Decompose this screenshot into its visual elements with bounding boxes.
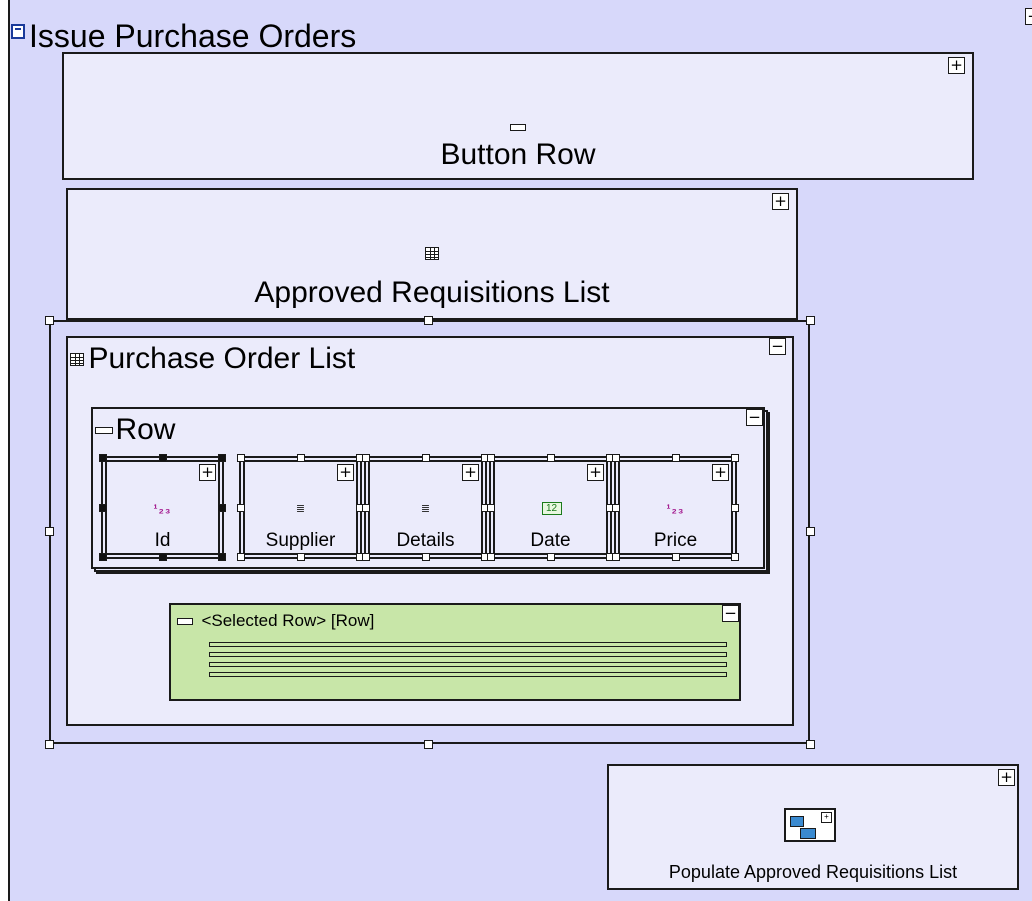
table-icon	[70, 352, 84, 366]
cell-resize-handle[interactable]	[612, 553, 620, 561]
cell-resize-handle[interactable]	[237, 454, 245, 462]
cell-resize-handle[interactable]	[158, 454, 167, 462]
cell-resize-handle[interactable]	[99, 553, 107, 561]
design-canvas[interactable]: Issue Purchase Orders − + Button Row + A…	[8, 0, 1032, 901]
row-icon	[95, 426, 113, 434]
row-icon	[177, 617, 193, 625]
cell-resize-handle[interactable]	[612, 503, 620, 512]
row-collapse-toggle[interactable]: −	[746, 409, 763, 426]
populate-action-expand-toggle[interactable]: +	[998, 769, 1015, 786]
cell-resize-handle[interactable]	[487, 503, 495, 512]
cell-resize-handle[interactable]	[487, 553, 495, 561]
selected-row-container[interactable]: − <Selected Row> [Row]	[169, 603, 741, 701]
cell-resize-handle[interactable]	[218, 454, 226, 462]
cell-resize-handle[interactable]	[421, 553, 430, 561]
resize-handle-nw[interactable]	[45, 316, 54, 325]
cell-expand-toggle[interactable]: +	[712, 464, 729, 481]
number-type-icon: ¹₂₃	[666, 502, 685, 516]
approved-requisitions-expand-toggle[interactable]: +	[772, 193, 789, 210]
cell-resize-handle[interactable]	[218, 503, 226, 512]
cell-resize-handle[interactable]	[218, 553, 226, 561]
cell-label: Id	[154, 530, 171, 551]
row-cell-id[interactable]: + ¹₂₃ Id	[105, 460, 220, 555]
screen-icon	[11, 24, 25, 39]
cell-resize-handle[interactable]	[671, 454, 680, 462]
cell-expand-toggle[interactable]: +	[462, 464, 479, 481]
purchase-order-list-collapse-toggle[interactable]: −	[769, 338, 786, 355]
cell-label: Supplier	[265, 530, 336, 551]
cell-resize-handle[interactable]	[158, 553, 167, 561]
number-type-icon: ¹₂₃	[153, 502, 172, 516]
approved-requisitions-title: Approved Requisitions List	[254, 276, 610, 309]
cell-expand-toggle[interactable]: +	[199, 464, 216, 481]
cell-resize-handle[interactable]	[731, 454, 739, 462]
cell-expand-toggle[interactable]: +	[587, 464, 604, 481]
root-title-text: Issue Purchase Orders	[29, 18, 357, 54]
resize-handle-s[interactable]	[424, 740, 433, 749]
selected-row-lines	[209, 642, 727, 677]
cell-resize-handle[interactable]	[546, 553, 555, 561]
cell-resize-handle[interactable]	[362, 503, 370, 512]
cell-resize-handle[interactable]	[731, 553, 739, 561]
resize-handle-ne[interactable]	[806, 316, 815, 325]
cell-expand-toggle[interactable]: +	[337, 464, 354, 481]
populate-action-container[interactable]: + + Populate Approved Requisitions List	[607, 764, 1019, 890]
purchase-order-list-title: Purchase Order List	[88, 342, 356, 375]
resize-handle-sw[interactable]	[45, 740, 54, 749]
cell-resize-handle[interactable]	[99, 454, 107, 462]
purchase-order-list-heading: Purchase Order List	[70, 342, 355, 376]
text-type-icon: ≣	[420, 503, 431, 515]
cell-resize-handle[interactable]	[421, 454, 430, 462]
cell-label: Date	[530, 530, 571, 551]
table-icon	[68, 247, 796, 265]
selected-row-title: <Selected Row> [Row]	[201, 611, 375, 630]
row-cell-supplier[interactable]: + ≣ Supplier	[243, 460, 358, 555]
populate-action-title: Populate Approved Requisitions List	[668, 862, 958, 882]
row-title: Row	[115, 413, 176, 446]
cell-resize-handle[interactable]	[487, 454, 495, 462]
resize-handle-w[interactable]	[45, 527, 54, 536]
cell-resize-handle[interactable]	[296, 454, 305, 462]
row-cell-price[interactable]: + ¹₂₃ Price	[618, 460, 733, 555]
action-flow-icon: +	[784, 808, 836, 842]
row-icon	[64, 118, 972, 136]
row-cell-details[interactable]: + ≣ Details	[368, 460, 483, 555]
cell-resize-handle[interactable]	[296, 553, 305, 561]
selected-row-heading: <Selected Row> [Row]	[177, 611, 374, 631]
cell-resize-handle[interactable]	[362, 553, 370, 561]
cell-resize-handle[interactable]	[612, 454, 620, 462]
cell-resize-handle[interactable]	[362, 454, 370, 462]
cell-resize-handle[interactable]	[237, 503, 245, 512]
button-row-title: Button Row	[440, 138, 596, 171]
cell-label: Details	[396, 530, 455, 551]
root-collapse-toggle[interactable]: −	[1025, 8, 1032, 25]
cell-resize-handle[interactable]	[99, 503, 107, 512]
cell-label: Price	[653, 530, 698, 551]
resize-handle-se[interactable]	[806, 740, 815, 749]
cell-resize-handle[interactable]	[237, 553, 245, 561]
cell-resize-handle[interactable]	[731, 503, 739, 512]
approved-requisitions-container[interactable]: + Approved Requisitions List	[66, 188, 798, 320]
cell-resize-handle[interactable]	[546, 454, 555, 462]
purchase-order-list-container[interactable]: − Purchase Order List − Row + ¹₂₃ Id + ≣ Supp…	[66, 336, 794, 726]
button-row-container[interactable]: + Button Row	[62, 52, 974, 180]
date-type-icon: 12	[541, 502, 562, 515]
row-heading: Row	[95, 413, 175, 447]
resize-handle-e[interactable]	[806, 527, 815, 536]
button-row-expand-toggle[interactable]: +	[948, 57, 965, 74]
resize-handle-n[interactable]	[424, 316, 433, 325]
cell-resize-handle[interactable]	[671, 553, 680, 561]
text-type-icon: ≣	[295, 503, 306, 515]
selected-row-collapse-toggle[interactable]: −	[722, 605, 739, 622]
